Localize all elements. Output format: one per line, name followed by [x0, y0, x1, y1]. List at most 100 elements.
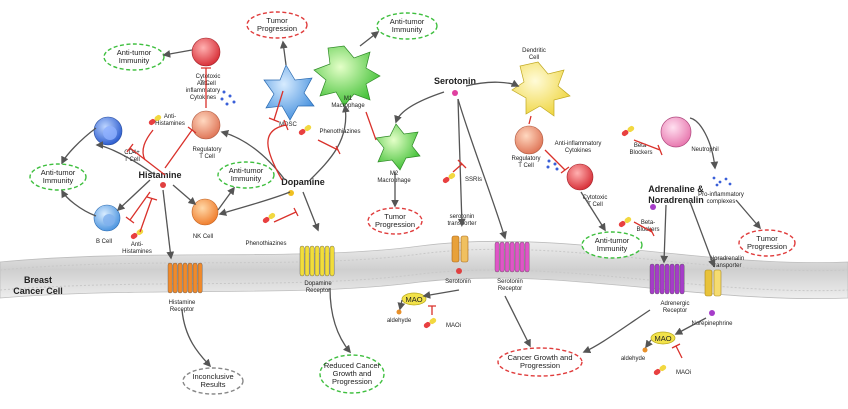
beta-blockers-label-1: Beta-Blockers: [629, 143, 652, 156]
capsule-icon: [262, 212, 276, 224]
receptor-icon: [299, 245, 335, 277]
dopamine-label: Dopamine: [281, 177, 325, 187]
aldehyde-label-2: aldehyde: [621, 356, 646, 362]
histamine-label: Histamine: [138, 170, 181, 180]
mao-label-1: MAO: [405, 295, 422, 304]
maoi-label-1: MAOi: [446, 323, 461, 329]
aldehyde-label-1: aldehyde: [387, 318, 412, 324]
ssris-label: SSRIs: [465, 177, 482, 183]
b-cell-label: B Cell: [96, 239, 112, 245]
anti-histamines-label-2: Anti-Histamines: [122, 242, 152, 255]
neutrophil-label: Neutrophil: [691, 147, 718, 153]
mao-group-2: MAO aldehyde MAOi: [621, 331, 691, 376]
anti-histamines-label-1: Anti-Histamines: [155, 114, 185, 127]
norepinephrine-label: Norepinephrine: [691, 321, 733, 327]
histamine-dot: [160, 182, 166, 188]
receptor-icon: [649, 263, 685, 295]
mao-enzyme-2: [650, 331, 676, 345]
norepinephrine-molecule: [709, 310, 715, 316]
adrenaline-label: Adrenaline &Noradrenalin: [648, 184, 704, 205]
mdsc-label: MDSC: [279, 122, 297, 128]
capsule-icon: [130, 228, 144, 240]
beta-blockers-label-2: Beta-Blockers: [636, 220, 659, 233]
capsule-icon: [148, 114, 162, 126]
b-cell: B Cell: [93, 204, 121, 245]
mao-group-1: MAO aldehyde MAOi: [387, 292, 461, 329]
nk-cell: NK Cell: [191, 198, 219, 240]
maoi-label-2: MAOi: [676, 370, 691, 376]
mao-label-2: MAO: [654, 334, 671, 343]
capsule-icon: [618, 216, 632, 228]
adrenaline-dot: [650, 204, 656, 210]
capsule-icon: [442, 172, 456, 184]
serotonin-molecule: [456, 268, 462, 274]
cytokine-dots: [220, 90, 732, 187]
serotonin-dot: [452, 90, 458, 96]
serotonin-small-label: Serotonin: [445, 279, 471, 285]
nk-cell-label: NK Cell: [193, 234, 213, 240]
mao-enzyme-1: [401, 292, 427, 306]
serotonin-label: Serotonin: [434, 76, 476, 86]
capsule-icon: [298, 124, 312, 136]
receptor-icon: [494, 241, 530, 273]
phenothiazines-label-2: Phenothiazines: [245, 241, 286, 247]
mdsc-cell: MDSC: [263, 64, 315, 128]
cd4-t-cell: CD4+T Cell: [93, 116, 140, 163]
inhibition-lines: [125, 67, 663, 237]
capsule-icon: [653, 364, 667, 376]
phenothiazines-label-1: Phenothiazines: [319, 129, 360, 135]
capsule-icon: [423, 317, 437, 329]
capsule-icon: [621, 125, 635, 137]
neutrophil-cell: Neutrophil: [660, 116, 719, 153]
